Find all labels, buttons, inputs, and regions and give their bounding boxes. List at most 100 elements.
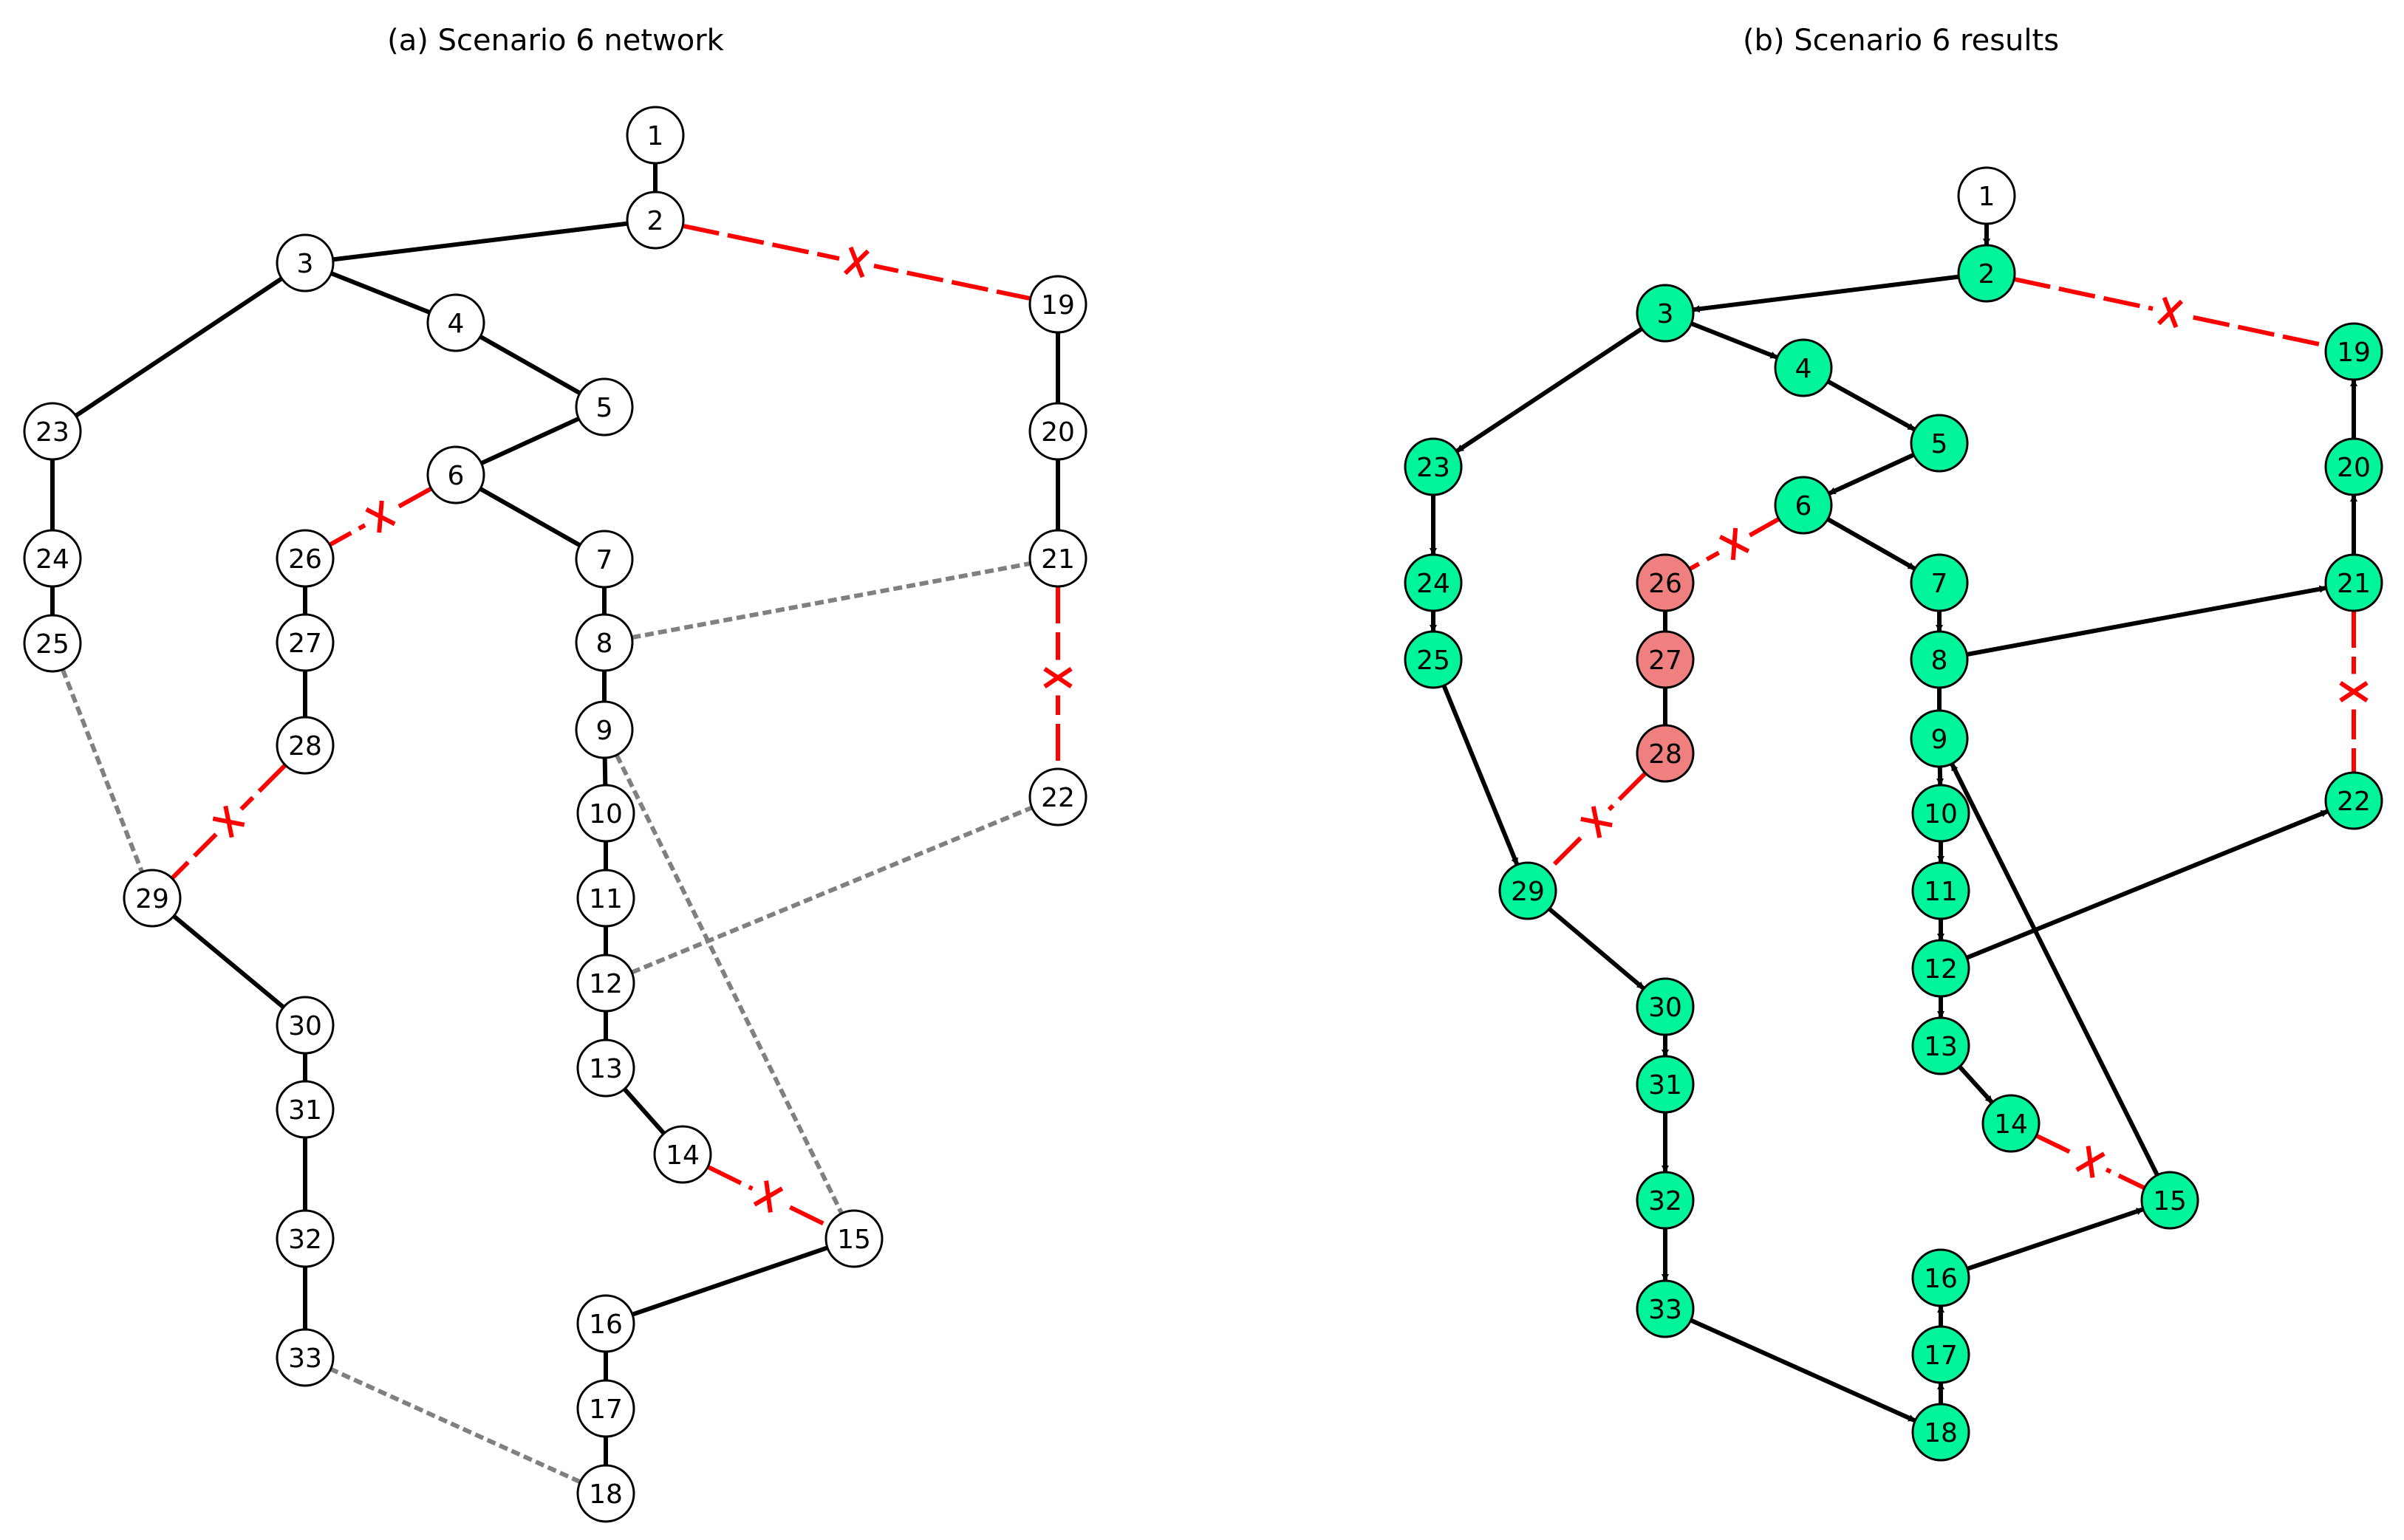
node-circle <box>1911 1403 1970 1462</box>
node-label: 33 <box>288 1344 322 1374</box>
node-circle <box>1911 861 1970 920</box>
node-label: 29 <box>135 884 169 914</box>
fault-edge-6-26 <box>1688 516 1780 572</box>
flow-edge-12-22 <box>1966 809 2329 960</box>
node-30: 30 <box>1636 977 1695 1036</box>
node-25: 25 <box>1404 630 1463 689</box>
tie-edge-25-29 <box>61 668 144 873</box>
node-circle <box>575 700 634 759</box>
node-7: 7 <box>575 530 634 589</box>
node-circle <box>426 445 485 504</box>
node-1: 1 <box>1957 166 2016 225</box>
node-5: 5 <box>575 377 634 437</box>
line-edge-6-7 <box>479 487 581 547</box>
node-circle <box>2324 437 2383 496</box>
node-23: 23 <box>23 402 82 461</box>
node-28: 28 <box>276 716 335 775</box>
node-circle <box>123 869 182 928</box>
node-label: 29 <box>1511 877 1545 907</box>
fault-cross-stroke <box>223 805 234 838</box>
line-edge-29-30 <box>172 914 285 1010</box>
line-edge-3-4 <box>330 271 431 315</box>
panel-b-title: (b) Scenario 6 results <box>1743 24 2059 58</box>
fault-edge-28-29 <box>170 763 287 880</box>
node-label: 33 <box>1648 1295 1682 1325</box>
node-circle <box>1910 553 1969 612</box>
node-20: 20 <box>1028 402 1087 461</box>
panel-a-network: 1234567891011121314151617181920212223242… <box>23 106 1087 1523</box>
node-circle <box>626 106 685 165</box>
node-label: 17 <box>1924 1341 1958 1371</box>
node-circle <box>2140 1171 2199 1230</box>
fault-cross-stroke <box>1730 527 1738 561</box>
node-circle <box>23 402 82 461</box>
panel-a-edges <box>50 163 1073 1485</box>
fault-cross-icon <box>2069 1144 2111 1180</box>
node-label: 22 <box>1041 783 1075 813</box>
fault-line <box>682 223 1031 301</box>
node-13: 13 <box>576 1038 635 1098</box>
flow-edge-13-14 <box>1958 1065 1994 1104</box>
node-26: 26 <box>1636 553 1695 612</box>
node-circle <box>276 716 335 775</box>
node-12: 12 <box>576 954 635 1013</box>
node-18: 18 <box>576 1464 635 1523</box>
node-19: 19 <box>1028 275 1087 334</box>
node-label: 30 <box>1648 993 1682 1023</box>
node-1: 1 <box>626 106 685 165</box>
node-label: 6 <box>448 461 465 491</box>
fault-cross-icon <box>2151 296 2190 329</box>
node-circle <box>276 1209 335 1268</box>
fault-cross-stroke <box>2157 299 2184 326</box>
node-30: 30 <box>276 996 335 1055</box>
node-29: 29 <box>123 869 182 928</box>
panel-b-edges <box>1430 224 2369 1423</box>
node-circle <box>1498 861 1557 920</box>
panel-b-nodes: 1234567891011121314151617181920212223242… <box>1404 166 2383 1462</box>
flow-edge-3-4 <box>1690 321 1778 360</box>
node-29: 29 <box>1498 861 1557 920</box>
node-label: 6 <box>1795 491 1812 521</box>
node-16: 16 <box>576 1294 635 1353</box>
node-circle <box>1028 767 1087 827</box>
node-label: 4 <box>448 309 465 339</box>
node-label: 22 <box>2337 787 2371 817</box>
node-label: 19 <box>1041 290 1075 321</box>
node-3: 3 <box>1636 284 1695 343</box>
tie-edge-9-15 <box>615 753 844 1215</box>
fault-edge-21-22 <box>1043 586 1073 769</box>
node-label: 23 <box>1416 453 1450 483</box>
node-22: 22 <box>1028 767 1087 827</box>
line-edge-2-3 <box>332 221 628 262</box>
node-circle <box>276 1080 335 1139</box>
node-label: 28 <box>1648 739 1682 770</box>
node-circle <box>1911 1016 1970 1075</box>
node-33: 33 <box>276 1328 335 1387</box>
node-8: 8 <box>1910 630 1969 689</box>
node-circle <box>575 377 634 437</box>
node-label: 27 <box>288 629 322 659</box>
node-14: 14 <box>1981 1094 2041 1153</box>
node-circle <box>276 529 335 588</box>
node-18: 18 <box>1911 1403 1970 1462</box>
node-label: 31 <box>288 1095 322 1126</box>
node-label: 25 <box>35 629 69 660</box>
node-19: 19 <box>2324 322 2383 381</box>
node-circle <box>2324 771 2383 830</box>
node-label: 13 <box>589 1054 623 1084</box>
node-label: 25 <box>1416 646 1450 676</box>
node-circle <box>576 1294 635 1353</box>
node-label: 20 <box>2337 453 2371 483</box>
node-20: 20 <box>2324 437 2383 496</box>
fault-cross-stroke <box>2075 1151 2106 1172</box>
node-circle <box>1404 630 1463 689</box>
node-11: 11 <box>576 869 635 928</box>
node-circle <box>1636 1055 1695 1114</box>
node-circle <box>23 614 82 673</box>
node-label: 26 <box>1648 569 1682 599</box>
node-label: 9 <box>596 716 613 746</box>
fault-cross-icon <box>1043 660 1073 696</box>
node-15: 15 <box>824 1209 884 1268</box>
node-circle <box>1636 1171 1695 1230</box>
node-label: 2 <box>647 206 664 236</box>
